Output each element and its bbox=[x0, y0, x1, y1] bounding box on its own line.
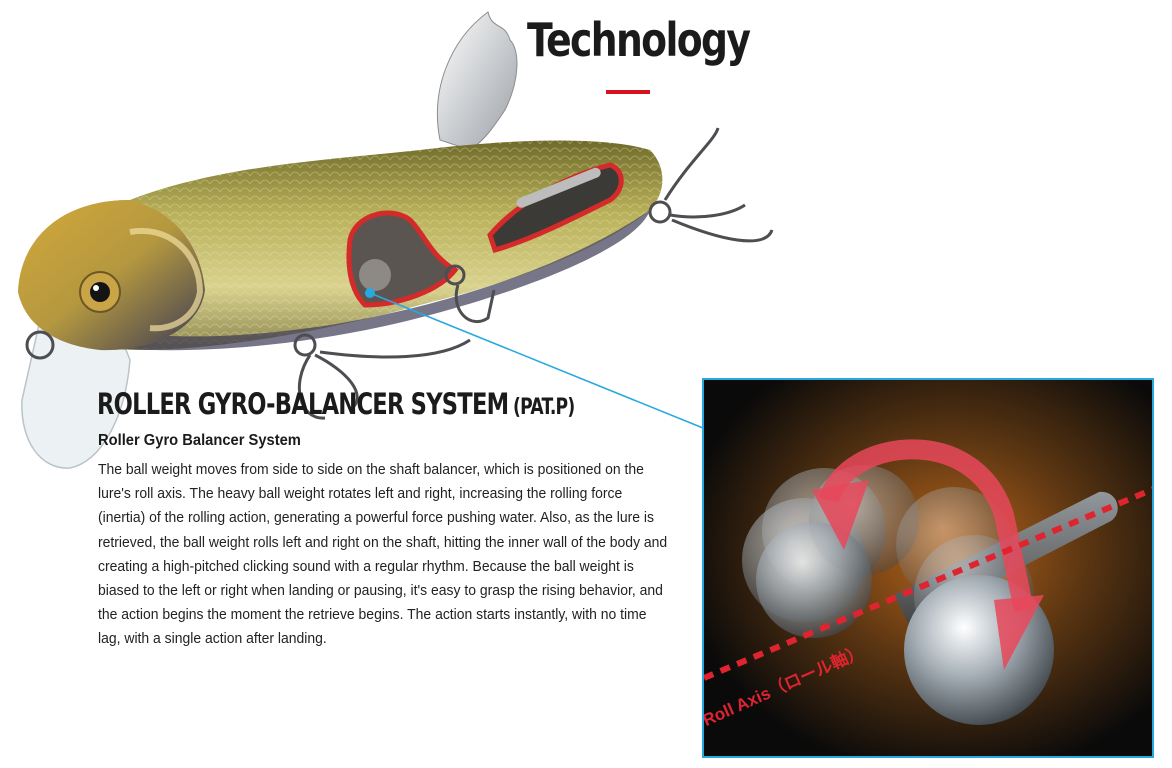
diving-lip bbox=[21, 319, 131, 469]
treble-hooks bbox=[25, 127, 774, 420]
gyro-balancer-diagram bbox=[704, 380, 1152, 756]
section-heading: ROLLER GYRO-BALANCER SYSTEM(PAT.P) bbox=[97, 384, 575, 428]
feature-description: The ball weight moves from side to side … bbox=[98, 461, 668, 648]
roll-axis-detail-panel: Roll Axis（ロール軸） bbox=[702, 378, 1154, 758]
tail-fin bbox=[436, 11, 518, 151]
callout-line bbox=[369, 292, 704, 429]
section-subheading: Roller Gyro Balancer System bbox=[98, 432, 301, 449]
roll-axis-line bbox=[704, 486, 1152, 681]
page-title: Technology bbox=[527, 13, 751, 67]
title-underline bbox=[606, 90, 650, 94]
section-heading-text: ROLLER GYRO-BALANCER SYSTEM bbox=[97, 387, 509, 421]
rotation-arrow bbox=[819, 439, 1034, 613]
patent-pending-label: (PAT.P) bbox=[513, 395, 575, 420]
